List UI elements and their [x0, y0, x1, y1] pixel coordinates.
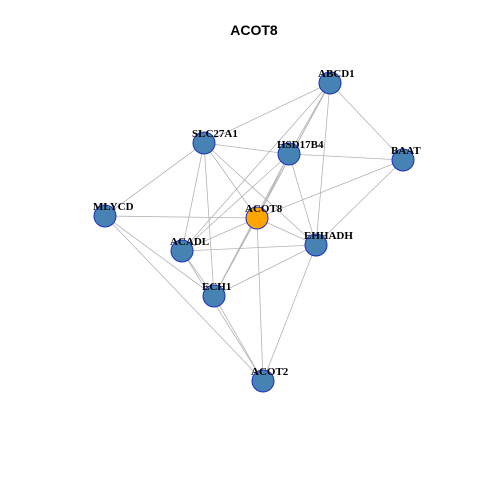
edge-slc27a1-acot8 — [203, 142, 258, 219]
node-ech1 — [202, 284, 226, 308]
edge-acot8-ech1 — [213, 217, 258, 297]
edge-hsd17b4-acadl — [181, 153, 290, 252]
edge-acadl-acot2 — [181, 250, 264, 382]
edge-slc27a1-mlycd — [104, 142, 205, 217]
edge-baat-ehhadh — [315, 159, 404, 246]
node-abcd1 — [318, 71, 342, 95]
node-label-abcd1: ABCD1 — [318, 68, 355, 80]
node-acot2 — [251, 369, 275, 393]
node-label-mlycd: MLYCD — [93, 201, 134, 213]
diagram-title: ACOT8 — [230, 22, 278, 38]
node-label-baat: BAAT — [391, 145, 421, 157]
edge-hsd17b4-baat — [288, 153, 404, 161]
edge-abcd1-baat — [329, 82, 404, 161]
node-label-ehhadh: EHHADH — [304, 230, 353, 242]
node-hsd17b4 — [277, 142, 301, 166]
edge-slc27a1-ehhadh — [203, 142, 317, 246]
node-label-ech1: ECH1 — [202, 281, 231, 293]
edge-slc27a1-ech1 — [203, 142, 215, 297]
edge-ehhadh-acadl — [181, 244, 317, 252]
node-label-acot8: ACOT8 — [245, 203, 283, 215]
edge-abcd1-ehhadh — [315, 82, 331, 246]
node-acadl — [170, 239, 194, 263]
node-acot8 — [245, 206, 269, 230]
edge-acot8-acot2 — [256, 217, 264, 382]
node-label-slc27a1: SLC27A1 — [192, 128, 238, 140]
edge-mlycd-ech1 — [104, 215, 215, 297]
edge-abcd1-slc27a1 — [203, 82, 331, 144]
node-slc27a1 — [192, 131, 216, 155]
node-label-acadl: ACADL — [170, 236, 209, 248]
node-baat — [391, 148, 415, 172]
node-layer — [93, 71, 415, 393]
node-ehhadh — [304, 233, 328, 257]
node-label-acot2: ACOT2 — [251, 366, 289, 378]
edge-ehhadh-ech1 — [213, 244, 317, 297]
edge-slc27a1-acadl — [181, 142, 205, 252]
edge-mlycd-acot8 — [104, 215, 258, 219]
edge-ehhadh-acot2 — [262, 244, 317, 382]
edge-abcd1-acadl — [181, 82, 331, 252]
edge-layer — [104, 82, 404, 382]
node-label-hsd17b4: HSD17B4 — [277, 139, 324, 151]
edge-slc27a1-hsd17b4 — [203, 142, 290, 155]
edge-ech1-acot2 — [213, 295, 264, 382]
edge-acot8-acadl — [181, 217, 258, 252]
edge-baat-acot8 — [256, 159, 404, 219]
node-mlycd — [93, 204, 117, 228]
edge-mlycd-acot2 — [104, 215, 264, 382]
